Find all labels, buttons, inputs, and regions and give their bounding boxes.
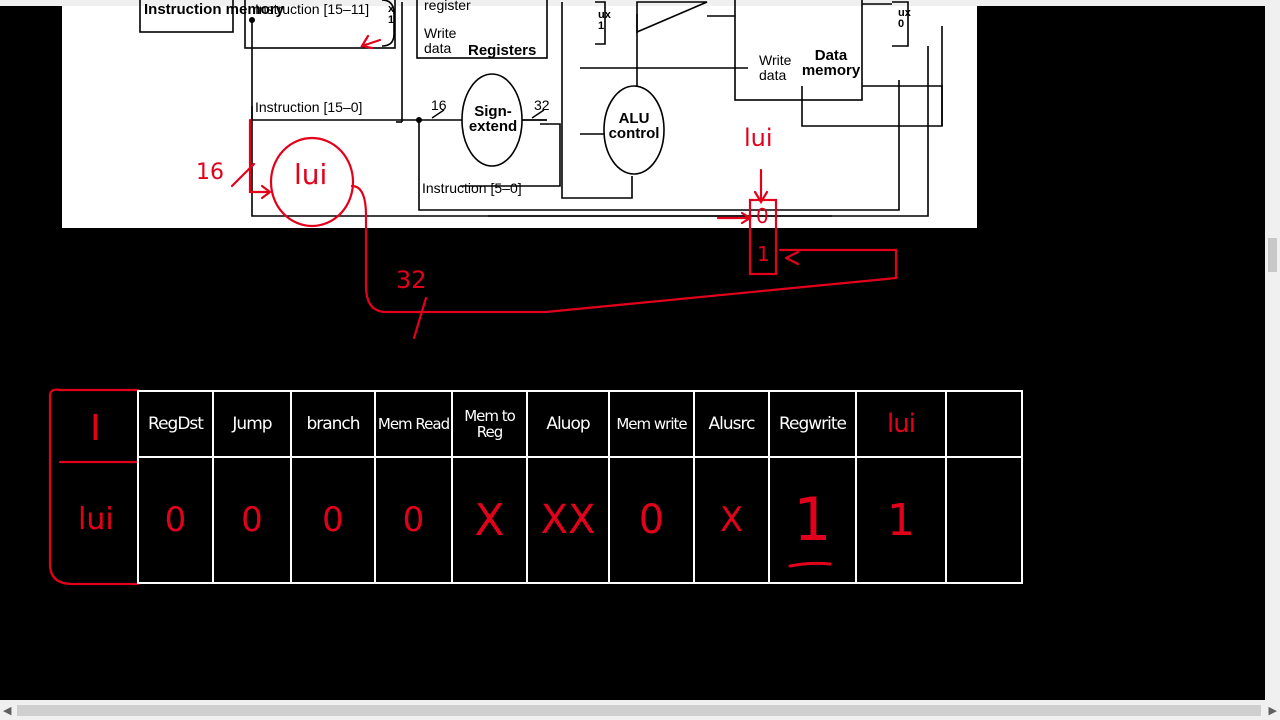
value-lui: 1 (855, 456, 947, 584)
value-memwrite: 0 (608, 456, 695, 584)
value-alusrc: X (693, 456, 770, 584)
sign-extend-label: Sign-extend (468, 103, 518, 135)
width-32-label: 32 (534, 97, 550, 113)
value-regdst: 0 (137, 456, 214, 584)
header-jump: Jump (212, 390, 292, 458)
header-aluop: Aluop (526, 390, 610, 458)
header-alusrc: Alusrc (693, 390, 770, 458)
vertical-scrollbar[interactable] (1265, 6, 1280, 700)
value-empty (945, 456, 1023, 584)
mux-left-label: ux 1 (598, 9, 611, 32)
data-memory-label: Data memory (801, 47, 861, 79)
header-branch: branch (290, 390, 376, 458)
lui-circle-label: lui (294, 158, 328, 191)
control-signal-table: RegDst Jump branch Mem Read Mem to Reg A… (137, 390, 1023, 584)
write-data-memory-label: Write data (759, 52, 792, 83)
scroll-right-arrow-icon[interactable]: ▶ (1268, 705, 1277, 717)
value-branch: 0 (290, 456, 376, 584)
row-header-i: I (90, 408, 101, 449)
instruction-15-0-label: Instruction [15–0] (255, 99, 363, 115)
header-empty (945, 390, 1023, 458)
table-row-lui: 0 0 0 0 X XX 0 X 1 1 (137, 456, 1023, 584)
width-16-annotation: 16 (196, 160, 224, 185)
vertical-scroll-thumb[interactable] (1268, 238, 1277, 272)
value-regwrite: 1 (768, 456, 857, 584)
header-memread: Mem Read (374, 390, 453, 458)
horizontal-scroll-thumb[interactable] (17, 705, 1261, 716)
header-memtoreg: Mem to Reg (451, 390, 528, 458)
value-jump: 0 (212, 456, 292, 584)
header-regwrite: Regwrite (768, 390, 857, 458)
width-32-annotation: 32 (396, 266, 427, 294)
instruction-5-0-label: Instruction [5–0] (422, 180, 522, 196)
lui-mux-label: lui (744, 124, 773, 152)
mux-right-label: ux 0 (898, 7, 911, 30)
value-memtoreg: X (451, 456, 528, 584)
header-lui: lui (855, 390, 947, 458)
width-16-label: 16 (431, 97, 447, 113)
header-regdst: RegDst (137, 390, 214, 458)
registers-label: Registers (468, 42, 537, 59)
horizontal-scrollbar[interactable]: ◀ ▶ (0, 700, 1280, 720)
register-label: register (424, 0, 471, 13)
value-aluop: XX (526, 456, 610, 584)
mux-input-0: 0 (756, 204, 769, 228)
datapath-diagram: Instruction memory Instruction [15–11] r… (62, 0, 977, 228)
mux-top-label: x 1 (388, 3, 395, 26)
write-data-register-label: Write data (424, 25, 457, 56)
alu-control-label: ALU control (608, 110, 660, 142)
top-toolbar-strip (0, 0, 1280, 6)
scroll-left-arrow-icon[interactable]: ◀ (3, 705, 12, 717)
value-memread: 0 (374, 456, 453, 584)
header-memwrite: Mem write (608, 390, 695, 458)
datapath-wires (139, 0, 943, 217)
table-header-row: RegDst Jump branch Mem Read Mem to Reg A… (137, 390, 1023, 458)
instruction-15-11-label: Instruction [15–11] (255, 1, 370, 17)
mux-input-1: 1 (757, 242, 770, 266)
row-label-lui: lui (78, 502, 114, 537)
